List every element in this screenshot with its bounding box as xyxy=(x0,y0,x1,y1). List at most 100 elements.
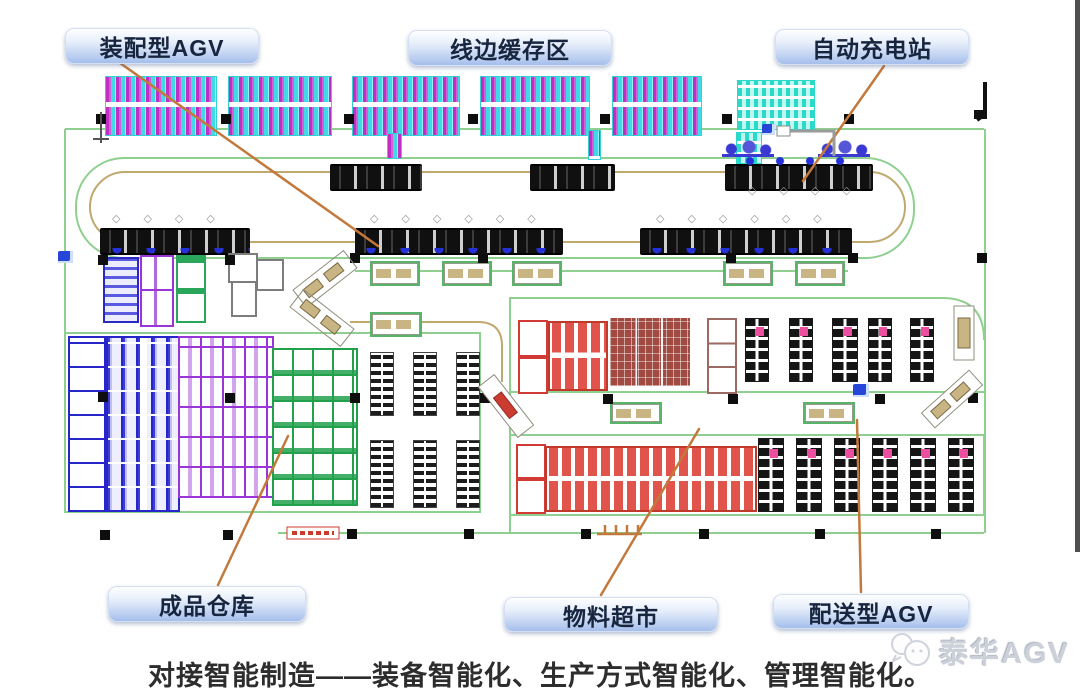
node-marker xyxy=(225,255,235,265)
assembly-line-segment xyxy=(530,164,615,191)
bin-rack xyxy=(832,318,858,382)
survey-marker xyxy=(93,112,109,143)
staging-box xyxy=(231,281,257,317)
bin-rack xyxy=(796,438,822,512)
chevron-conveyor-upper xyxy=(292,249,358,309)
node-marker xyxy=(848,253,858,263)
bin-rack xyxy=(872,438,898,512)
guide-bracket xyxy=(790,129,836,156)
leader-material-supermarket xyxy=(599,427,701,597)
line-buffer-rack-group-4 xyxy=(480,76,590,136)
caption-text: 对接智能制造——装备智能化、生产方式智能化、管理智能化。 xyxy=(148,661,932,691)
node-marker xyxy=(478,253,488,263)
station-markers: ◇◇◇◇◇◇ xyxy=(656,213,845,225)
staging-box xyxy=(256,259,284,291)
node-marker xyxy=(98,255,108,265)
node-marker xyxy=(603,394,613,404)
node-marker xyxy=(722,114,732,124)
supermarket-lower-outline xyxy=(509,434,985,516)
agv-loop-outer xyxy=(75,157,915,259)
line-buffer-rack-group-2 xyxy=(228,76,332,136)
kitting-rack-purple xyxy=(140,255,174,327)
transfer-conveyor xyxy=(442,261,492,286)
transfer-conveyor xyxy=(512,261,562,286)
warehouse-shelf xyxy=(456,440,480,508)
callout-charging-station: 自动充电站 xyxy=(775,29,969,65)
node-marker xyxy=(844,114,854,124)
kitting-rack-green xyxy=(176,255,206,323)
line-buffer-rack-group-5 xyxy=(612,76,702,136)
bin-rack xyxy=(789,318,813,382)
node-marker xyxy=(728,394,738,404)
bin-rack xyxy=(910,318,934,382)
agv-wheels xyxy=(652,248,848,257)
node-marker xyxy=(223,530,233,540)
assembly-line-segment xyxy=(725,164,873,191)
transfer-conveyor xyxy=(370,312,422,337)
node-marker xyxy=(100,530,110,540)
leader-lines xyxy=(118,61,886,597)
watermark: 泰华AGV xyxy=(888,630,1070,672)
callout-material-supermarket: 物料超市 xyxy=(504,597,718,632)
line-buffer-rack-group-3 xyxy=(352,76,460,136)
bin-rack xyxy=(868,318,892,382)
node-marker xyxy=(350,253,360,263)
transfer-conveyor xyxy=(795,261,845,286)
leader-delivery-agv xyxy=(855,418,863,594)
node-marker xyxy=(347,529,357,539)
node-marker xyxy=(480,393,490,403)
leader-charging-station xyxy=(801,64,886,183)
agv-unit-icon xyxy=(853,384,869,397)
node-marker xyxy=(350,393,360,403)
node-marker xyxy=(931,529,941,539)
callout-delivery-agv: 配送型AGV xyxy=(773,594,969,629)
buffer-single-slot xyxy=(387,133,402,159)
node-marker xyxy=(464,529,474,539)
node-marker xyxy=(221,114,231,124)
warehouse-shelf xyxy=(413,440,437,508)
watermark-text: 泰华AGV xyxy=(939,638,1070,670)
vertical-conveyor xyxy=(953,305,975,361)
agv-unit-icon xyxy=(762,124,775,135)
leader-assembly-agv xyxy=(118,61,380,248)
station-markers: ◇◇◇◇◇◇ xyxy=(370,213,559,225)
empty-pallet-stack xyxy=(707,318,737,394)
station-markers: ◇◇◇◇ xyxy=(112,213,238,225)
small-station-box xyxy=(776,125,791,137)
diagonal-agv-with-load xyxy=(477,373,535,439)
warehouse-rack-column xyxy=(68,336,106,512)
assembly-line-segment xyxy=(330,164,422,191)
leader-finished-warehouse xyxy=(216,434,290,587)
node-marker xyxy=(344,114,354,124)
agv-dollies xyxy=(745,157,863,165)
supermarket-upper-outline xyxy=(509,297,985,392)
dense-pallet-block xyxy=(610,318,690,386)
supermarket-red-racks xyxy=(548,321,608,391)
dock-red-chip xyxy=(286,526,340,540)
node-marker xyxy=(600,114,610,124)
agv-unit-icon xyxy=(58,251,73,263)
node-marker xyxy=(968,393,978,403)
kitting-rack-blue xyxy=(103,257,139,323)
node-marker xyxy=(726,253,736,263)
agv-wheels xyxy=(366,248,562,257)
callout-assembly-agv: 装配型AGV xyxy=(65,28,259,64)
transfer-conveyor xyxy=(723,261,773,286)
warehouse-shelf xyxy=(456,352,480,416)
node-marker xyxy=(225,393,235,403)
warehouse-zone-outline xyxy=(64,332,481,513)
supermarket-flow-rack xyxy=(518,320,548,394)
warehouse-purple-racks xyxy=(178,336,274,498)
agv-branch-path xyxy=(350,321,503,382)
callout-finished-warehouse: 成品仓库 xyxy=(108,586,306,622)
agv-wheels xyxy=(112,248,250,257)
warehouse-green-racks xyxy=(272,348,358,506)
line-buffer-rack-group-1 xyxy=(105,76,217,136)
chat-bubbles-icon xyxy=(891,633,930,666)
node-marker xyxy=(815,529,825,539)
warehouse-blue-racks xyxy=(106,336,180,512)
screenshot-edge-strip xyxy=(1075,0,1080,552)
